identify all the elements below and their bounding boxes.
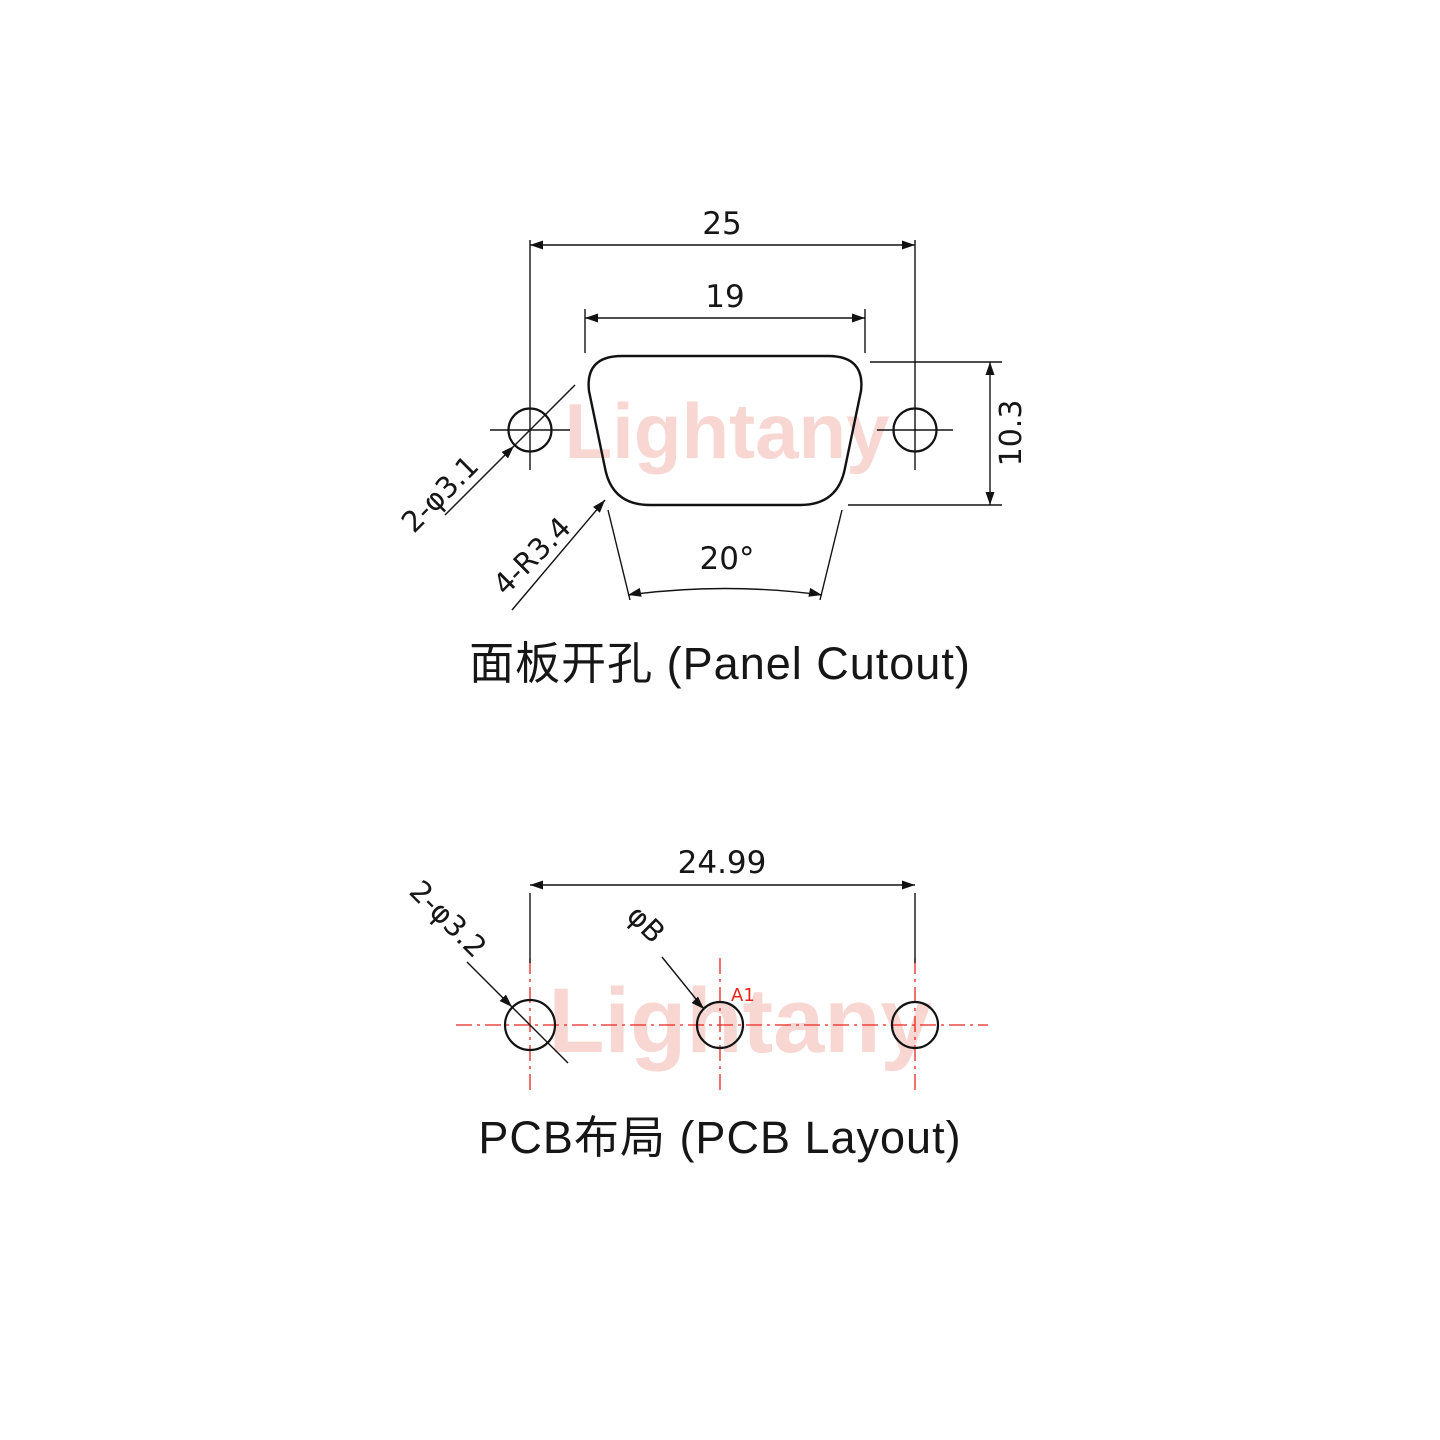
pcb-power-hole-a1 [695,1000,745,1050]
dim-text-pitch: 24.99 [678,845,767,881]
arrow-icon [593,500,605,513]
arrow-icon [852,313,865,323]
panel-cutout-drawing: Lightany 25 19 10.3 20° [395,206,1029,689]
arrow-icon [530,240,543,250]
arrow-icon [691,996,704,1009]
angle-ext-right [819,509,843,601]
label-mount-holes: 2-φ3.1 [395,449,486,540]
angle-ext-left [607,509,631,601]
arrow-icon [501,446,514,459]
dim-text-19: 19 [705,279,744,315]
dim-text-103: 10.3 [994,400,1029,467]
pin-label-a1: A1 [731,985,755,1006]
watermark-top: Lightany [565,387,890,475]
pcb-layout-title: PCB布局 (PCB Layout) [478,1112,961,1163]
arrow-icon [808,587,822,597]
pcb-mount-hole-left [503,998,557,1052]
pcb-mount-hole-right [890,1000,940,1050]
angle-text: 20° [700,541,755,577]
label-pcb-mount-holes: 2-φ3.2 [403,874,494,965]
leader-corner-radius [511,499,606,611]
angle-arc [627,587,823,596]
arrow-icon [628,587,642,597]
dsub-cutout-outline [587,354,863,507]
arrow-icon [499,994,512,1007]
pcb-layout-drawing: Lightany 24.99 2-φ3.2 φB A1 PCB布局 (PCB L… [403,845,988,1163]
arrow-icon [902,240,915,250]
arrow-icon [985,492,995,505]
panel-cutout-title: 面板开孔 (Panel Cutout) [469,638,971,689]
dim-text-25: 25 [702,206,741,242]
arrow-icon [985,362,995,375]
leader-pcb-mount-holes [466,961,569,1064]
label-corner-radius: 4-R3.4 [486,510,577,601]
arrow-icon [585,313,598,323]
watermark-bottom: Lightany [548,970,931,1072]
arrow-icon [902,880,915,890]
label-power-hole: φB [620,898,672,950]
arrow-icon [530,880,543,890]
